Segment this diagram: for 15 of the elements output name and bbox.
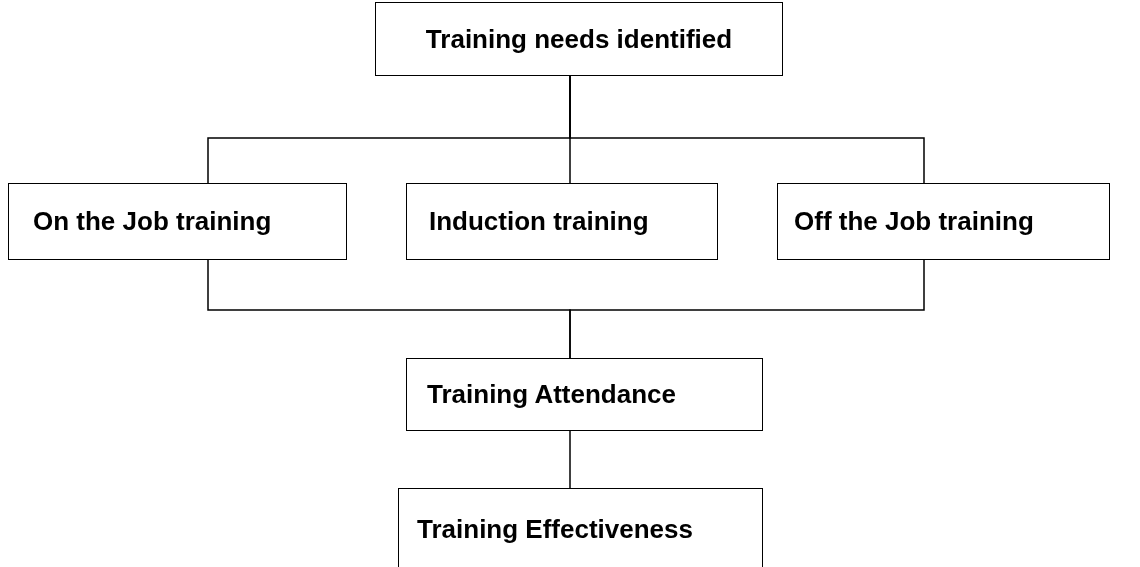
- connector-line: [569, 75, 925, 184]
- box-label: Off the Job training: [794, 206, 1034, 237]
- box-label: Training Attendance: [427, 379, 676, 410]
- process-box: [375, 2, 783, 76]
- connector-line: [569, 259, 925, 359]
- process-box: [398, 488, 763, 567]
- connector-line: [569, 430, 571, 489]
- box-label: On the Job training: [33, 206, 272, 237]
- process-box: [777, 183, 1110, 260]
- process-box: [8, 183, 347, 260]
- process-box: [406, 183, 718, 260]
- process-box: [406, 358, 763, 431]
- box-label: Training Effectiveness: [417, 514, 693, 545]
- box-label: Induction training: [429, 206, 649, 237]
- box-label: Training needs identified: [425, 23, 733, 55]
